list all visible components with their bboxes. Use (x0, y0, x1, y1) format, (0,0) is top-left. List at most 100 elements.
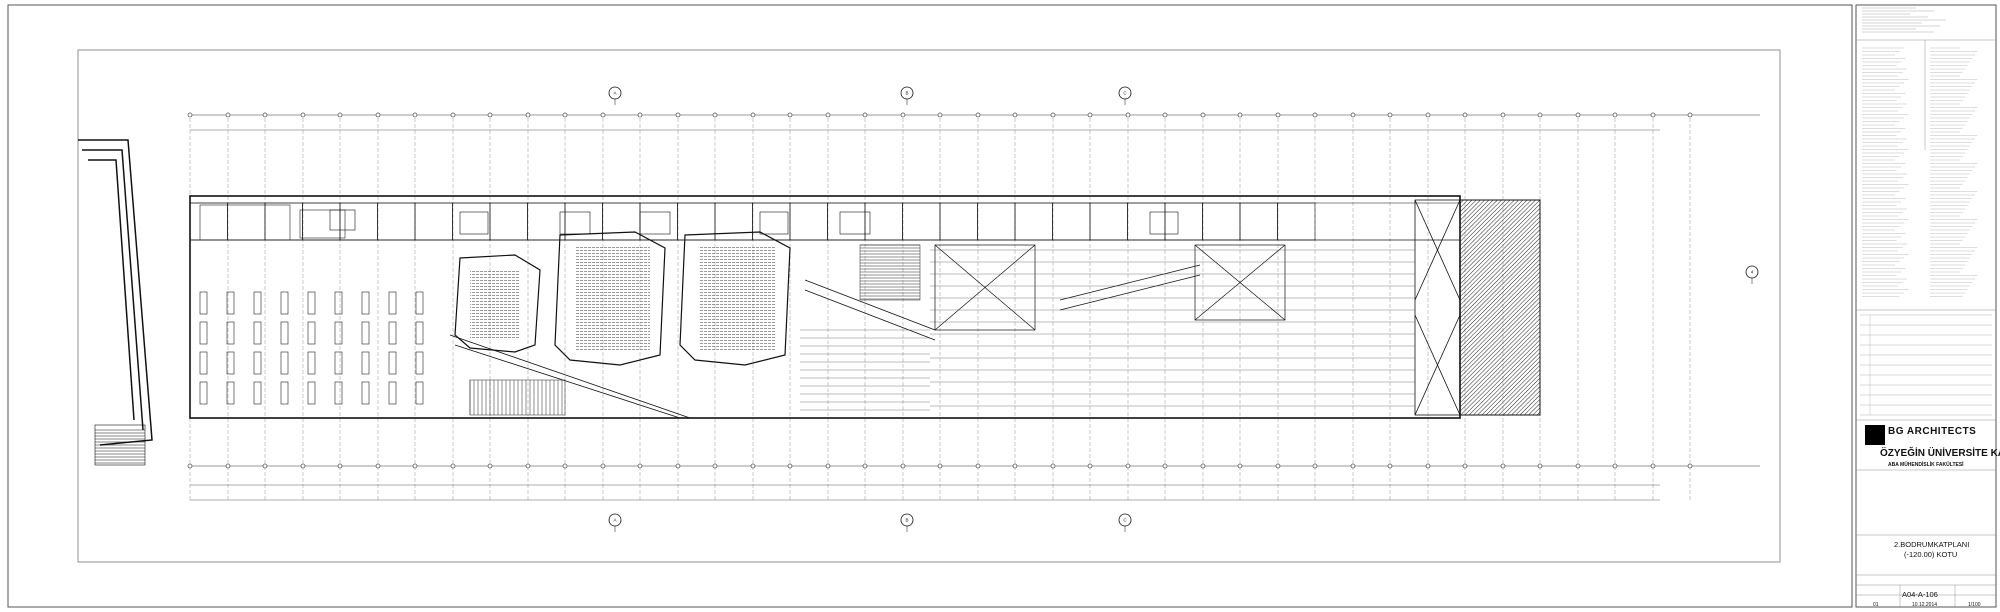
grid-node (1425, 463, 1431, 469)
study-room (299, 209, 346, 239)
grid-node (1462, 463, 1468, 469)
grid-bubble: A (608, 513, 622, 532)
grid-node (450, 112, 456, 118)
grid-node (1650, 112, 1656, 118)
grid-node (525, 112, 531, 118)
grid-node (225, 112, 231, 118)
grid-node (1012, 112, 1018, 118)
drawing-title: 2.BODRUMKATPLANI (1894, 540, 1970, 549)
grid-bubble: C (1118, 86, 1132, 105)
title-block-lines (1856, 39, 1996, 607)
grid-node (375, 463, 381, 469)
grid-node (1425, 112, 1431, 118)
faculty-name: ABA MÜHENDİSLİK FAKÜLTESİ (1888, 462, 1964, 468)
grid-node (825, 463, 831, 469)
grid-node (1237, 112, 1243, 118)
grid-node (562, 112, 568, 118)
grid-node (1612, 112, 1618, 118)
entrance-landing (94, 424, 146, 466)
top-room-row (189, 202, 1316, 241)
grid-node (1537, 112, 1543, 118)
lecture-hall-2 (554, 231, 666, 366)
shelf-unit (361, 381, 370, 405)
deck-lines (800, 249, 1415, 411)
diagonal-ramps (449, 264, 1201, 419)
drawing-date: 10.12.2014 (1912, 602, 1938, 608)
grid-node (187, 112, 193, 118)
reading-room (199, 204, 291, 241)
room-cell (1277, 202, 1316, 241)
grid-bubble-label: C (1123, 518, 1127, 523)
room-cell (602, 202, 641, 241)
sheet-number: A04-A-106 (1902, 590, 1938, 599)
title-block-frame (1855, 4, 1997, 608)
room-cell (639, 202, 678, 241)
grid-bubble-label: A (613, 518, 616, 523)
grid-node (1162, 463, 1168, 469)
shelf-unit (307, 291, 316, 315)
grid-bubble: 4 (1745, 265, 1759, 284)
room-cell (452, 202, 491, 241)
grid-node (187, 463, 193, 469)
shelf-unit (388, 381, 397, 405)
grid-node (862, 112, 868, 118)
grid-node (525, 463, 531, 469)
grid-node (1050, 112, 1056, 118)
room-cell (1052, 202, 1091, 241)
grid-bubble: B (900, 513, 914, 532)
grid-bubble: B (900, 86, 914, 105)
shelf-unit (280, 291, 289, 315)
room-cell (302, 202, 341, 241)
revision-number: 01 (1873, 602, 1879, 608)
shelf-unit (226, 291, 235, 315)
toilet-block (559, 211, 591, 235)
grid-node (562, 463, 568, 469)
grid-node (787, 112, 793, 118)
grid-node (1125, 112, 1131, 118)
toilet-block (759, 211, 789, 235)
grid-node (600, 463, 606, 469)
grid-node (975, 112, 981, 118)
project-name: ÖZYEĞİN ÜNİVERSİTE KAMPÜSÜ PROJESİ (1880, 448, 2000, 459)
grid-node (300, 463, 306, 469)
room-cell (864, 202, 903, 241)
shelf-unit (415, 351, 424, 375)
revision-table (1860, 314, 1992, 416)
grid-node (450, 463, 456, 469)
grid-node (487, 463, 493, 469)
shelf-unit (199, 381, 208, 405)
grid-node (1162, 112, 1168, 118)
grid-node (1200, 112, 1206, 118)
grid-bubble: A (608, 86, 622, 105)
grid-node (337, 463, 343, 469)
room-cell (827, 202, 866, 241)
seating-steps (859, 244, 921, 301)
grid-node (637, 112, 643, 118)
stair-block (469, 244, 921, 416)
grid-node (1275, 112, 1281, 118)
grid-node (262, 112, 268, 118)
grid-node (675, 112, 681, 118)
grid-bubbles-top: A B C (608, 86, 1132, 105)
grid-node (712, 112, 718, 118)
grid-node (1387, 463, 1393, 469)
grid-node (337, 112, 343, 118)
drawing-scale: 1/100 (1968, 602, 1981, 608)
shelf-unit (361, 351, 370, 375)
room-cell (752, 202, 791, 241)
grid-node (787, 463, 793, 469)
shelf-unit (253, 351, 262, 375)
grid-node (487, 112, 493, 118)
room-cell (1202, 202, 1241, 241)
grid-node (675, 463, 681, 469)
shelf-unit (253, 381, 262, 405)
grid-node (1350, 463, 1356, 469)
room-cell (189, 202, 228, 241)
grid-node (1387, 112, 1393, 118)
grid-node (1462, 112, 1468, 118)
legend-notes (1862, 7, 1978, 297)
grid-bubble: C (1118, 513, 1132, 532)
grid-node (937, 463, 943, 469)
lecture-hall-3 (679, 231, 791, 366)
